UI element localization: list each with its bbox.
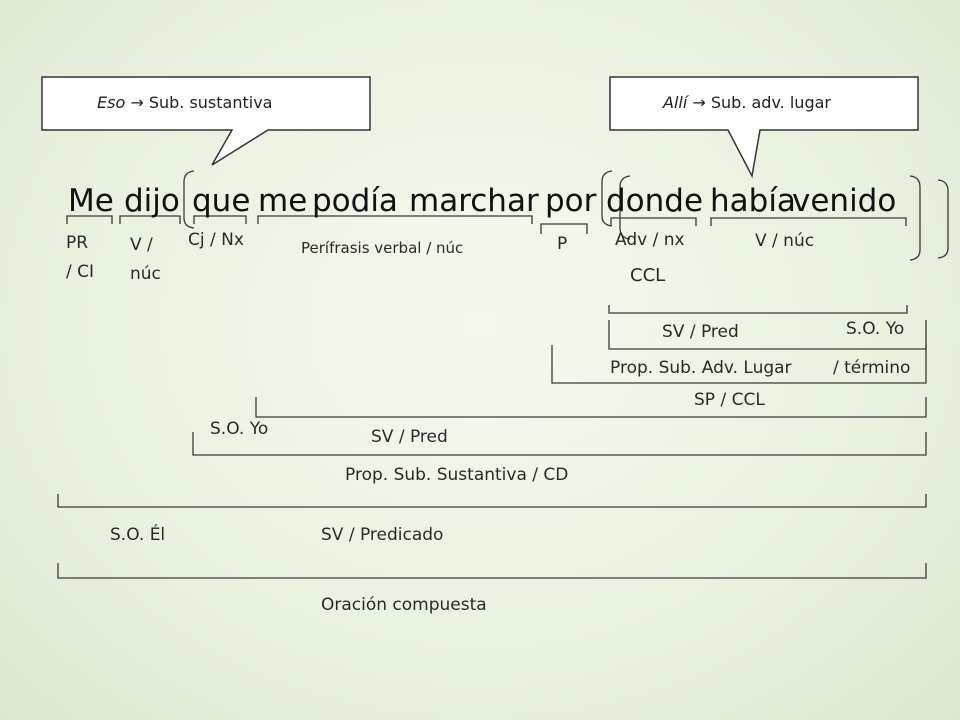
label-nuc: núc bbox=[130, 264, 161, 284]
word-me-1: Me bbox=[68, 183, 114, 219]
word-habia: había bbox=[710, 183, 796, 219]
callout-right-bubble bbox=[609, 76, 919, 179]
callout-left-bubble bbox=[41, 76, 371, 166]
word-bracket-me bbox=[66, 215, 113, 224]
callout-left-italic: Eso bbox=[97, 93, 126, 112]
label-v-nuc-2: V / núc bbox=[755, 231, 815, 251]
bracket-close-outer bbox=[937, 179, 949, 259]
bracket-sv-pred-inner bbox=[608, 320, 927, 350]
label-pr: PR bbox=[66, 233, 89, 253]
word-donde: donde bbox=[606, 183, 704, 219]
word-marchar: marchar bbox=[409, 183, 539, 219]
label-so-el: S.O. Él bbox=[110, 525, 166, 545]
word-bracket-por bbox=[540, 223, 588, 234]
bracket-ccl bbox=[608, 305, 908, 314]
label-prop-sust: Prop. Sub. Sustantiva / CD bbox=[345, 465, 569, 485]
word-bracket-perifrasis bbox=[257, 215, 533, 224]
label-perifrasis: Perífrasis verbal / núc bbox=[301, 239, 464, 257]
label-p: P bbox=[557, 234, 568, 254]
bracket-oracion bbox=[57, 563, 927, 579]
label-so-yo-inner: S.O. Yo bbox=[846, 319, 905, 339]
callout-right-italic: Allí bbox=[663, 93, 688, 112]
label-oracion: Oración compuesta bbox=[321, 595, 487, 615]
label-v: V / bbox=[130, 235, 153, 255]
label-v-nuc: V / núc bbox=[130, 231, 161, 289]
word-venido: venido bbox=[792, 183, 897, 219]
callout-right-text: Allí → Sub. adv. lugar bbox=[663, 95, 831, 111]
callout-left-rest: → Sub. sustantiva bbox=[130, 93, 273, 112]
word-me-2: me bbox=[258, 183, 308, 219]
callout-left-text: Eso → Sub. sustantiva bbox=[97, 95, 272, 111]
bracket-open-prop-adv bbox=[601, 170, 613, 227]
word-por: por bbox=[545, 183, 597, 219]
label-prop-adv: Prop. Sub. Adv. Lugar bbox=[610, 358, 792, 378]
label-sv-predicado: SV / Predicado bbox=[321, 525, 444, 545]
word-bracket-habia-venido bbox=[710, 217, 907, 226]
label-termino: / término bbox=[833, 358, 911, 378]
word-podia: podía bbox=[312, 183, 398, 219]
label-pr-ci: PR / CI bbox=[66, 229, 94, 287]
label-sv-pred-mid: SV / Pred bbox=[371, 427, 448, 447]
word-que: que bbox=[192, 183, 251, 219]
label-sp-ccl: SP / CCL bbox=[694, 390, 765, 410]
word-bracket-que bbox=[193, 215, 247, 224]
label-ccl: CCL bbox=[630, 265, 666, 286]
word-bracket-donde bbox=[610, 217, 697, 226]
label-cj-nx: Cj / Nx bbox=[188, 230, 244, 250]
label-ci: / CI bbox=[66, 262, 95, 282]
label-adv-nx: Adv / nx bbox=[615, 230, 685, 250]
bracket-sv-predicado bbox=[57, 494, 927, 508]
label-so-yo-mid: S.O. Yo bbox=[210, 419, 269, 439]
callout-right-rest: → Sub. adv. lugar bbox=[692, 93, 831, 112]
bracket-prop-adv bbox=[551, 345, 927, 384]
bracket-open-prop-adv-inner bbox=[619, 175, 631, 240]
bracket-close-inner bbox=[909, 175, 921, 261]
label-sv-pred-inner: SV / Pred bbox=[662, 322, 739, 342]
bracket-prop-sust bbox=[192, 432, 927, 456]
word-dijo: dijo bbox=[124, 183, 180, 219]
bracket-sp-ccl bbox=[255, 397, 927, 418]
word-bracket-dijo bbox=[119, 215, 181, 224]
bracket-open-sub-sustantiva bbox=[183, 170, 195, 229]
